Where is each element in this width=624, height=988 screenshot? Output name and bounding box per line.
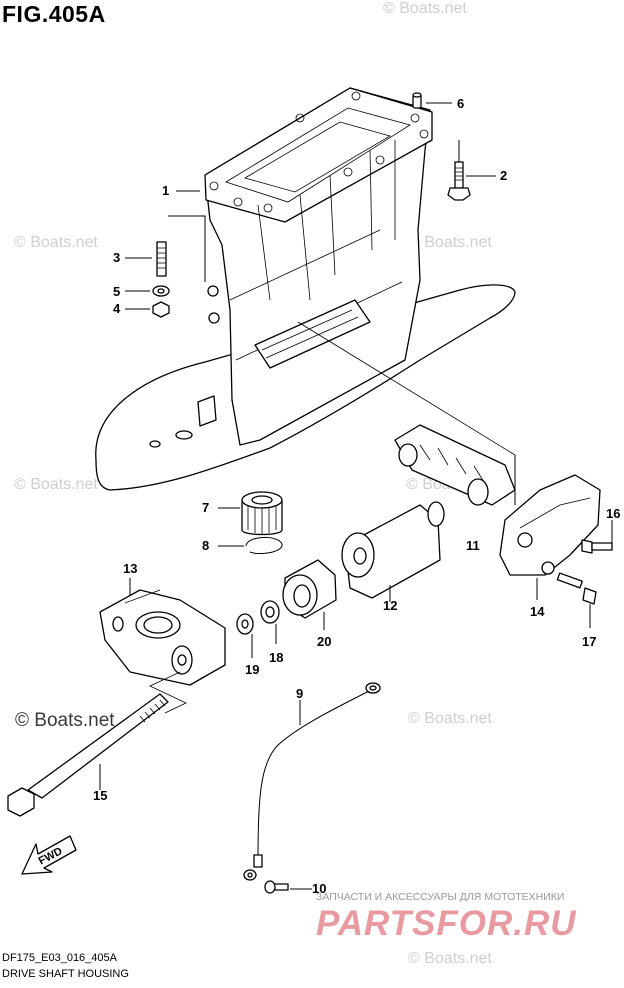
callout-20: 20 [317,634,332,649]
callout-16: 16 [606,506,621,521]
ground-cable-part [243,682,381,881]
watermark: © Boats.net [408,234,492,251]
callout-12: 12 [383,598,398,613]
bushing-part [218,491,283,536]
callout-7: 7 [202,500,210,515]
rubber-mount-part [341,501,445,602]
nut-part [152,301,170,318]
brand-tagline: ЗАПЧАСТИ И АКСЕССУАРЫ ДЛЯ МОТОТЕХНИКИ [316,891,565,903]
figure-name: DRIVE SHAFT HOUSING [2,968,129,980]
callout-6: 6 [457,96,465,111]
figure-code: DF175_E03_016_405A [2,952,117,964]
washer-19-part [236,613,254,658]
fwd-arrow-icon: FWD [21,835,77,875]
callout-10: 10 [312,881,327,896]
bolt-16-part [581,520,613,554]
callout-1: 1 [162,183,170,198]
long-bolt-part [7,693,169,817]
callout-17: 17 [582,634,597,649]
callout-13: 13 [123,561,138,576]
callout-15: 15 [93,788,108,803]
circlip-part [218,537,283,555]
callout-9: 9 [296,686,304,701]
watermark: © Boats.net [408,950,492,967]
callout-14: 14 [530,604,545,619]
watermark-large: © Boats.net [15,710,115,731]
dowel-pin-part [412,92,452,109]
drive-shaft-housing-part [95,87,516,491]
callout-3: 3 [113,250,121,265]
watermark: © Boats.net [383,0,467,17]
callout-19: 19 [245,662,260,677]
watermark: © Boats.net [14,476,98,493]
stud-part [156,241,167,277]
washer-18-part [260,600,280,644]
grommet-part [394,424,516,506]
callout-18: 18 [269,650,284,665]
housing-bolt-part [447,140,496,201]
watermark: © Boats.net [408,710,492,727]
callout-11: 11 [466,538,480,553]
callout-8: 8 [202,538,210,553]
screw-part [264,880,312,894]
bolt-17-part [556,572,597,628]
damper-ring-part [282,559,337,630]
callout-4: 4 [113,301,121,316]
figure-title: FIG.405A [2,1,106,27]
washer-part [152,285,170,297]
callout-5: 5 [113,284,121,299]
mount-bracket-part [499,474,601,600]
callout-2: 2 [500,168,508,183]
watermark: © Boats.net [14,234,98,251]
brand-logo: PARTSFOR.RU [316,904,577,943]
clamp-block-part [99,578,226,686]
